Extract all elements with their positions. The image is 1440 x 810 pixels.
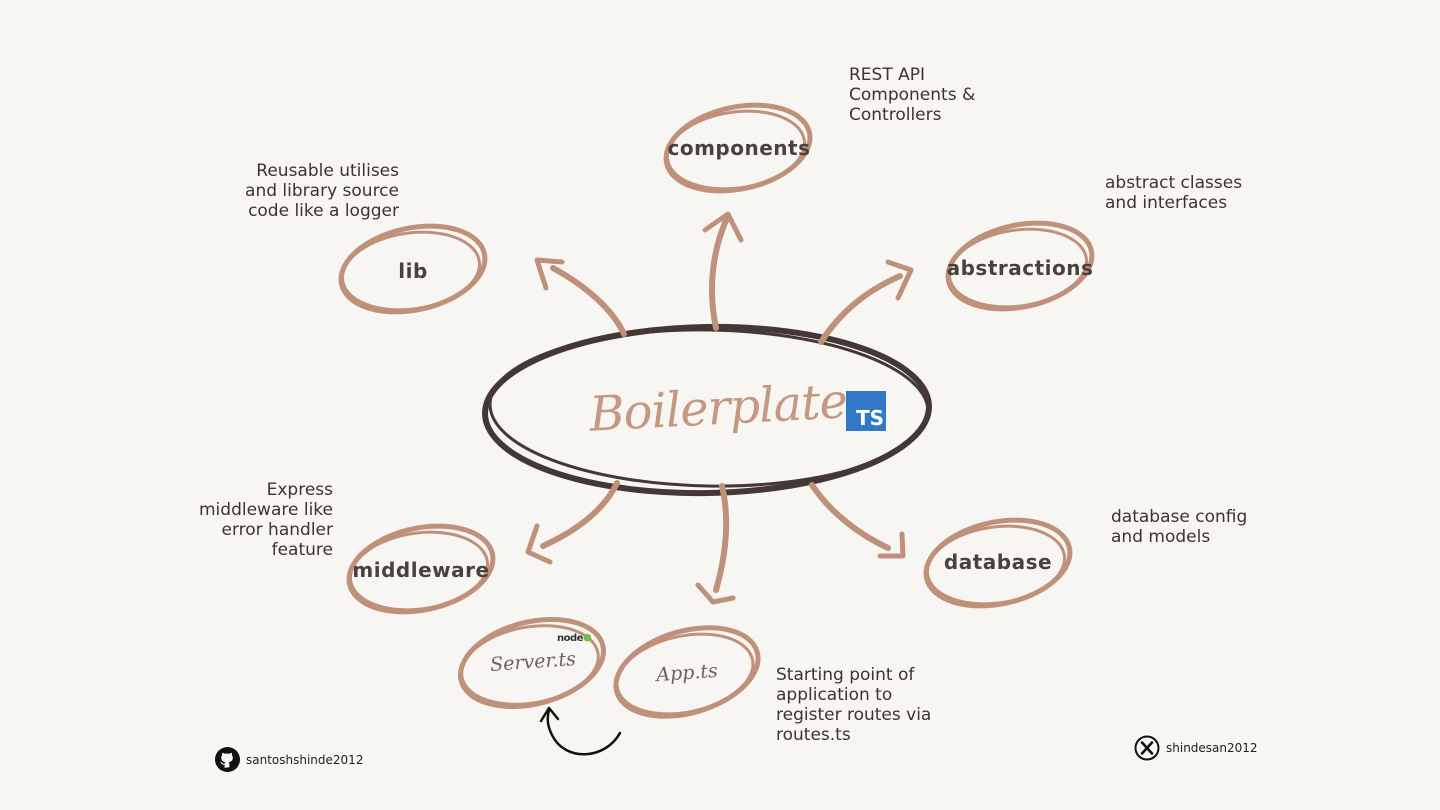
- arrow-to-components: [702, 211, 744, 331]
- abstractions-ellipse: [945, 220, 1095, 312]
- arrow-to-lib: [534, 257, 627, 337]
- server-ellipse: [457, 616, 607, 710]
- arrow-to-database: [809, 482, 906, 559]
- server-return-arrow: [539, 706, 622, 756]
- ts-badge-text: TS: [855, 406, 884, 430]
- arrow-to-app: [695, 483, 736, 605]
- center-ellipse: [482, 323, 932, 497]
- node-components: components: [667, 136, 811, 160]
- nodejs-hex-icon: ⬢: [582, 633, 592, 644]
- desc-app: Starting point of application to registe…: [776, 665, 932, 745]
- github-handle[interactable]: santoshshinde2012: [215, 747, 363, 772]
- desc-abstractions: abstract classes and interfaces: [1105, 173, 1243, 213]
- x-handle[interactable]: shindesan2012: [1134, 735, 1258, 761]
- desc-components: REST API Components & Controllers: [849, 65, 976, 125]
- github-username: santoshshinde2012: [246, 752, 364, 767]
- node-lib: lib: [398, 259, 428, 283]
- database-ellipse: [923, 517, 1073, 609]
- node-abstractions: abstractions: [946, 256, 1094, 280]
- desc-database: database config and models: [1111, 507, 1248, 547]
- desc-lib: Reusable utilises and library source cod…: [245, 161, 399, 221]
- nodejs-badge-text: node: [557, 633, 583, 644]
- middleware-ellipse: [346, 523, 496, 615]
- arrow-to-abstractions: [818, 259, 914, 345]
- node-database: database: [943, 550, 1053, 574]
- components-ellipse: [663, 102, 813, 194]
- desc-middleware: Express middleware like error handler fe…: [199, 480, 333, 560]
- github-icon: [215, 747, 240, 772]
- x-username: shindesan2012: [1166, 741, 1258, 755]
- typescript-badge: TS: [846, 391, 886, 431]
- arrow-to-middleware: [525, 480, 620, 565]
- app-ellipse: [613, 625, 761, 719]
- x-icon: [1134, 735, 1160, 761]
- nodejs-badge: node⬢: [557, 633, 592, 644]
- lib-ellipse: [338, 223, 488, 315]
- node-middleware: middleware: [352, 558, 490, 582]
- node-app: App.ts: [655, 659, 719, 687]
